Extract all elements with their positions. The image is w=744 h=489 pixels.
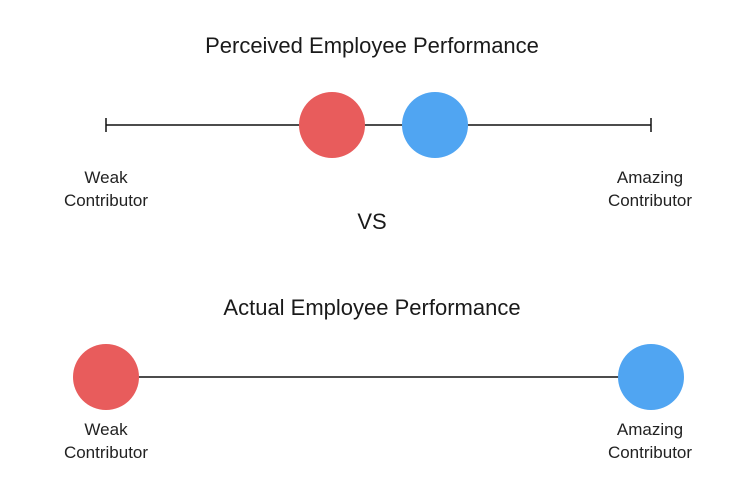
actual-left-label: Weak Contributor: [63, 420, 149, 462]
vs-separator: VS: [357, 209, 387, 234]
perceived-blue-circle: [402, 92, 468, 158]
perceived-red-circle: [299, 92, 365, 158]
actual-title: Actual Employee Performance: [223, 295, 521, 320]
actual-red-circle: [73, 344, 139, 410]
actual-blue-circle: [618, 344, 684, 410]
perceived-scale: [105, 92, 652, 158]
perceived-title: Perceived Employee Performance: [205, 33, 539, 58]
perceived-right-label: Amazing Contributor: [607, 168, 693, 210]
actual-right-label: Amazing Contributor: [607, 420, 693, 462]
perceived-left-label: Weak Contributor: [63, 168, 149, 210]
actual-scale: [73, 344, 684, 410]
